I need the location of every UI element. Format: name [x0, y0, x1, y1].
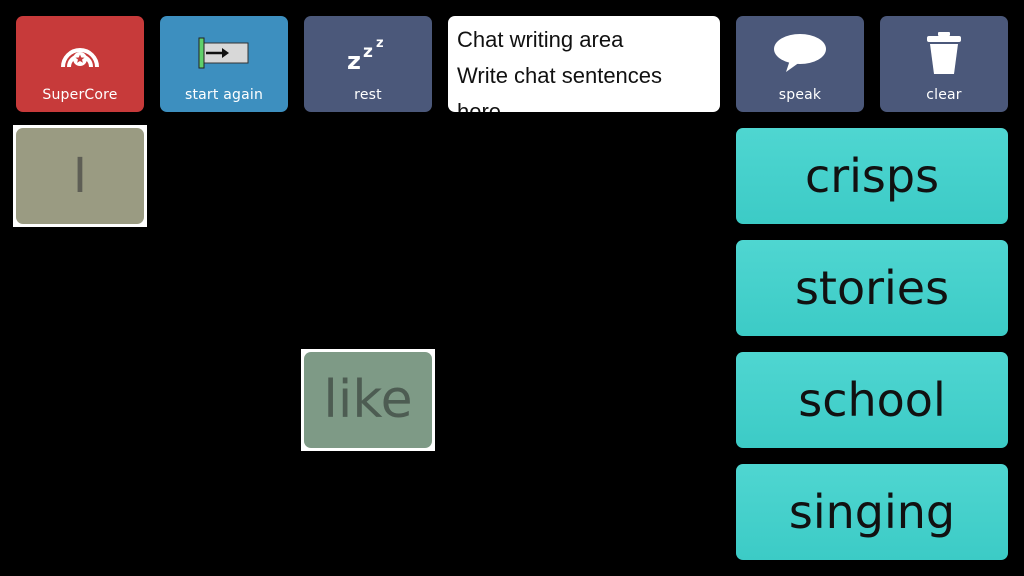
rest-button[interactable]: z z z rest	[304, 16, 432, 112]
word-button-like[interactable]: like	[304, 352, 432, 448]
svg-text:z: z	[363, 42, 373, 62]
prediction-label: school	[798, 373, 946, 427]
start-again-button[interactable]: start again	[160, 16, 288, 112]
word-label: like	[323, 370, 413, 430]
prediction-label: singing	[788, 485, 956, 539]
trash-can-icon	[924, 25, 964, 81]
start-again-label: start again	[184, 87, 264, 103]
speak-label: speak	[778, 87, 822, 103]
start-again-icon	[196, 25, 252, 81]
supercore-label: SuperCore	[42, 87, 118, 103]
supercore-button[interactable]: SuperCore	[16, 16, 144, 112]
prediction-label: stories	[794, 261, 950, 315]
rest-label: rest	[354, 87, 382, 103]
supercore-logo-icon	[57, 25, 103, 81]
clear-button[interactable]: clear	[880, 16, 1008, 112]
word-label: I	[72, 148, 88, 204]
prediction-button-school[interactable]: school	[736, 352, 1008, 448]
prediction-button-stories[interactable]: stories	[736, 240, 1008, 336]
word-button-i[interactable]: I	[16, 128, 144, 224]
prediction-label: crisps	[804, 149, 940, 203]
sleep-zzz-icon: z z z	[343, 25, 393, 81]
clear-label: clear	[926, 87, 962, 103]
chat-line: Chat writing area	[457, 27, 624, 52]
chat-line: here	[457, 99, 502, 112]
svg-text:z: z	[347, 47, 361, 73]
prediction-button-crisps[interactable]: crisps	[736, 128, 1008, 224]
speech-bubble-icon	[772, 25, 828, 81]
speak-button[interactable]: speak	[736, 16, 864, 112]
prediction-button-singing[interactable]: singing	[736, 464, 1008, 560]
chat-line: Write chat sentences	[457, 63, 663, 88]
chat-writing-area[interactable]: Chat writing area Write chat sentences h…	[448, 16, 720, 112]
svg-text:z: z	[376, 36, 384, 51]
